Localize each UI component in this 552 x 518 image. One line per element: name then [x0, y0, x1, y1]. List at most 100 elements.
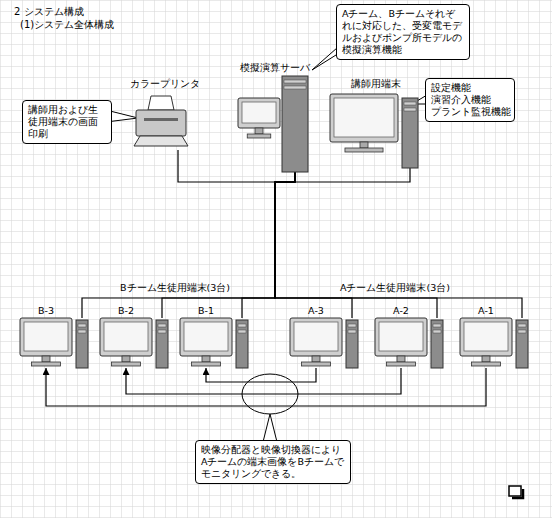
monitor-frame: [330, 94, 398, 142]
tower-case: [236, 320, 248, 368]
device-label: 模擬演算サーバ: [236, 62, 314, 74]
tower-case: [76, 320, 88, 368]
terminal-id: B-1: [180, 305, 232, 317]
terminal-id: A-2: [375, 305, 427, 317]
device-illustration: [290, 318, 360, 368]
callout-box: Aチーム、Bチームそれぞれに対応した、受変電モデルおよびポンプ所モデルの模擬演算…: [336, 4, 470, 60]
drive-bay: [433, 324, 441, 327]
icon-shadow: [512, 489, 523, 498]
device-illustration: [236, 62, 310, 172]
device-illustration: [460, 318, 530, 368]
monitor-base: [191, 362, 220, 366]
printer-slot: [144, 118, 178, 121]
section-heading: (1)システム全体構成: [20, 19, 114, 31]
monitor-neck: [255, 128, 263, 134]
monitor-frame: [460, 318, 512, 356]
diagram-title: 2 システム構成: [14, 6, 84, 18]
group-label: Aチーム生徒用端末(3台): [340, 282, 450, 293]
callout-text: 設定機能 演習介入機能 プラント監視機能: [431, 82, 509, 118]
drive-bay: [284, 86, 306, 89]
corner-icon: [509, 486, 523, 498]
drive-bay: [238, 330, 246, 333]
callout-text: 講師用および生徒用端末の画面印刷: [28, 104, 106, 140]
monitor-screen: [104, 322, 148, 351]
device-illustration: [180, 318, 250, 368]
monitor-frame: [290, 318, 342, 356]
drive-bay: [348, 330, 356, 333]
terminal-id: A-3: [290, 305, 342, 317]
monitor-neck: [360, 142, 368, 148]
terminal-id: A-1: [460, 305, 512, 317]
callout-box: 映像分配器と映像切換器によりAチームの端末画像をBチームでモニタリングできる。: [195, 440, 351, 484]
network-line: [275, 172, 352, 318]
monitor-neck: [42, 356, 50, 362]
drive-bay: [158, 324, 166, 327]
drive-bay: [518, 324, 526, 327]
drive-bay: [518, 330, 526, 333]
device-label: 講師用端末: [328, 78, 424, 90]
drive-bay: [78, 330, 86, 333]
callout-box: 設定機能 演習介入機能 プラント監視機能: [425, 78, 515, 122]
tower-case: [402, 98, 418, 168]
monitor-screen: [242, 102, 276, 123]
network-line: [82, 172, 295, 318]
server-node: 模擬演算サーバ: [236, 62, 314, 172]
monitor-frame: [375, 318, 427, 356]
monitor-base: [301, 362, 330, 366]
monitor-neck: [397, 356, 405, 362]
student-terminal: A-2: [375, 318, 445, 368]
device-illustration: [20, 318, 90, 368]
tower-case: [431, 320, 443, 368]
monitor-screen: [464, 322, 508, 351]
monitor-base: [247, 134, 271, 138]
tower-case: [346, 320, 358, 368]
monitor-base: [471, 362, 500, 366]
monitor-screen: [294, 322, 338, 351]
monitor-screen: [184, 322, 228, 351]
monitor-frame: [180, 318, 232, 356]
printer-paper: [148, 96, 174, 110]
video-signal-arrow: [46, 368, 486, 406]
monitor-base: [345, 148, 383, 152]
student-terminal: B-2: [100, 318, 170, 368]
monitor-screen: [334, 98, 394, 137]
drive-bay: [404, 102, 416, 105]
drive-bay: [348, 324, 356, 327]
student-terminal: B-1: [180, 318, 250, 368]
monitor-neck: [482, 356, 490, 362]
device-label: カラープリンタ: [128, 78, 202, 90]
device-illustration: [328, 78, 420, 168]
video-signal-arrow: [126, 368, 401, 394]
terminal-id: B-2: [100, 305, 152, 317]
instructor-terminal: 講師用端末: [328, 78, 424, 168]
drive-bay: [158, 330, 166, 333]
icon-frame: [509, 486, 521, 496]
monitor-base: [111, 362, 140, 366]
network-line: [295, 168, 410, 182]
student-terminal: A-1: [460, 318, 530, 368]
monitor-screen: [24, 322, 68, 351]
monitor-screen: [379, 322, 423, 351]
network-line: [275, 172, 522, 318]
group-label: Bチーム生徒用端末(3台): [120, 282, 230, 293]
monitor-neck: [122, 356, 130, 362]
monitor-frame: [100, 318, 152, 356]
monitor-neck: [312, 356, 320, 362]
network-line: [178, 150, 295, 182]
callout-text: 映像分配器と映像切換器によりAチームの端末画像をBチームでモニタリングできる。: [201, 444, 345, 480]
callout-box: 講師用および生徒用端末の画面印刷: [22, 100, 112, 144]
monitor-frame: [20, 318, 72, 356]
device-illustration: [100, 318, 170, 368]
tower-case: [282, 76, 308, 172]
network-line: [275, 172, 437, 318]
printer-node: カラープリンタ: [128, 78, 202, 150]
monitor-neck: [202, 356, 210, 362]
monitor-frame: [238, 98, 280, 128]
drive-bay: [284, 80, 306, 83]
drive-bay: [404, 108, 416, 111]
printer-body: [136, 110, 186, 136]
drive-bay: [238, 324, 246, 327]
drive-bay: [78, 324, 86, 327]
